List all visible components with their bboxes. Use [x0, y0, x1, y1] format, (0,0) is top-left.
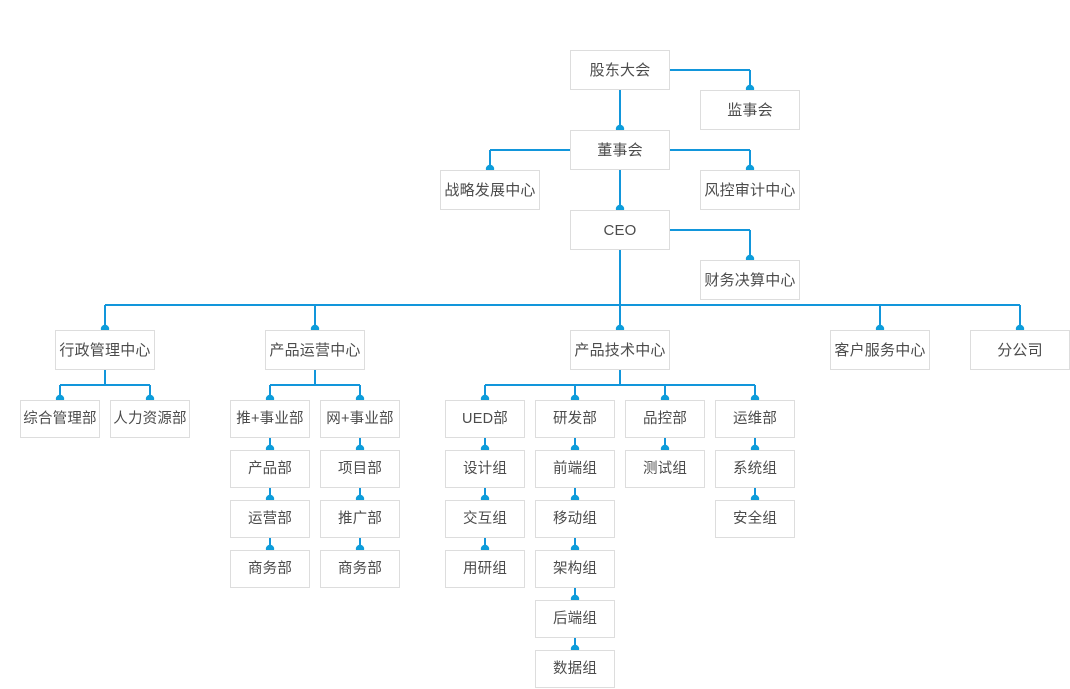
org-node-label: 战略发展中心	[444, 181, 536, 199]
org-node-promo-dept[interactable]: 推广部	[320, 500, 400, 538]
org-node-sys-group[interactable]: 系统组	[715, 450, 795, 488]
org-node-label: 推广部	[337, 510, 383, 527]
org-node-admin-center[interactable]: 行政管理中心	[55, 330, 155, 370]
org-node-tech-center[interactable]: 产品技术中心	[570, 330, 670, 370]
org-node-label: 财务决算中心	[704, 271, 796, 289]
org-node-biz-dept-2[interactable]: 商务部	[320, 550, 400, 588]
org-node-label: 监事会	[727, 101, 773, 119]
org-node-label: 网+事业部	[326, 410, 394, 427]
org-node-label: 商务部	[337, 560, 383, 577]
org-node-label: 产品部	[247, 460, 293, 477]
org-node-tui-bu[interactable]: 推+事业部	[230, 400, 310, 438]
org-node-ceo[interactable]: CEO	[570, 210, 670, 250]
org-node-label: 运维部	[732, 410, 778, 427]
org-node-shareholders[interactable]: 股东大会	[570, 50, 670, 90]
org-node-label: 用研组	[462, 560, 508, 577]
org-node-label: 设计组	[462, 460, 508, 477]
org-node-label: 数据组	[552, 660, 598, 677]
org-node-security-group[interactable]: 安全组	[715, 500, 795, 538]
org-node-prod-dept[interactable]: 产品部	[230, 450, 310, 488]
org-node-ops-tech-dept[interactable]: 运维部	[715, 400, 795, 438]
org-node-supervisors[interactable]: 监事会	[700, 90, 800, 130]
org-node-label: 行政管理中心	[59, 341, 151, 359]
org-node-label: 前端组	[552, 460, 598, 477]
org-node-prodops-center[interactable]: 产品运营中心	[265, 330, 365, 370]
org-node-label: 商务部	[247, 560, 293, 577]
org-node-label: 移动组	[552, 510, 598, 527]
org-node-research-group[interactable]: 用研组	[445, 550, 525, 588]
org-node-label: 分公司	[997, 341, 1043, 359]
org-node-label: 产品技术中心	[574, 341, 666, 359]
org-node-label: 推+事业部	[236, 410, 304, 427]
org-node-design-group[interactable]: 设计组	[445, 450, 525, 488]
org-node-wang-bu[interactable]: 网+事业部	[320, 400, 400, 438]
org-node-label: 人力资源部	[113, 410, 187, 427]
org-node-label: 运营部	[247, 510, 293, 527]
org-node-service-center[interactable]: 客户服务中心	[830, 330, 930, 370]
org-node-label: 后端组	[552, 610, 598, 627]
org-node-biz-dept-1[interactable]: 商务部	[230, 550, 310, 588]
org-node-label: 安全组	[732, 510, 778, 527]
org-node-label: 客户服务中心	[834, 341, 926, 359]
org-node-interact-group[interactable]: 交互组	[445, 500, 525, 538]
org-node-rd-dept[interactable]: 研发部	[535, 400, 615, 438]
org-node-label: 董事会	[597, 141, 643, 159]
org-node-label: 系统组	[732, 460, 778, 477]
org-node-ops-dept[interactable]: 运营部	[230, 500, 310, 538]
org-node-arch-group[interactable]: 架构组	[535, 550, 615, 588]
org-node-data-group[interactable]: 数据组	[535, 650, 615, 688]
org-node-label: 研发部	[552, 410, 598, 427]
org-node-strategy[interactable]: 战略发展中心	[440, 170, 540, 210]
org-node-label: 架构组	[552, 560, 598, 577]
org-node-label: UED部	[462, 410, 508, 427]
org-node-label: 风控审计中心	[704, 181, 796, 199]
org-node-label: 测试组	[642, 460, 688, 477]
org-node-label: 产品运营中心	[269, 341, 361, 359]
org-node-mobile-group[interactable]: 移动组	[535, 500, 615, 538]
org-node-label: CEO	[603, 221, 637, 239]
org-node-frontend-group[interactable]: 前端组	[535, 450, 615, 488]
org-node-qa-dept[interactable]: 品控部	[625, 400, 705, 438]
org-node-branch[interactable]: 分公司	[970, 330, 1070, 370]
org-node-label: 股东大会	[589, 61, 651, 79]
org-node-label: 综合管理部	[23, 410, 97, 427]
org-node-label: 项目部	[337, 460, 383, 477]
org-node-project-dept[interactable]: 项目部	[320, 450, 400, 488]
org-node-finance[interactable]: 财务决算中心	[700, 260, 800, 300]
org-node-hr[interactable]: 人力资源部	[110, 400, 190, 438]
org-node-backend-group[interactable]: 后端组	[535, 600, 615, 638]
org-node-label: 交互组	[462, 510, 508, 527]
org-node-general-admin[interactable]: 综合管理部	[20, 400, 100, 438]
org-node-riskaudit[interactable]: 风控审计中心	[700, 170, 800, 210]
org-node-label: 品控部	[642, 410, 688, 427]
org-node-test-group[interactable]: 测试组	[625, 450, 705, 488]
org-node-board[interactable]: 董事会	[570, 130, 670, 170]
org-node-ued-dept[interactable]: UED部	[445, 400, 525, 438]
